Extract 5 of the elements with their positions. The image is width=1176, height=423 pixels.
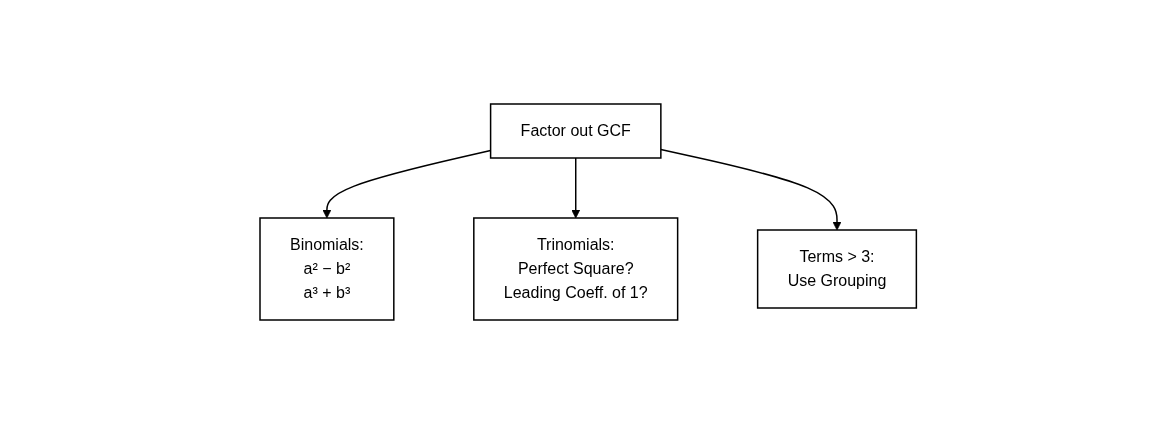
node-box: Binomials: a² − b² a³ + b³ — [259, 216, 395, 321]
node-box: Trinomials: Perfect Square? Leading Coeff. of 1? — [472, 216, 679, 321]
arrow — [571, 156, 580, 218]
node-box: Terms > 3: Use Grouping — [756, 228, 917, 309]
node-box: Factor out GCF — [489, 102, 662, 159]
